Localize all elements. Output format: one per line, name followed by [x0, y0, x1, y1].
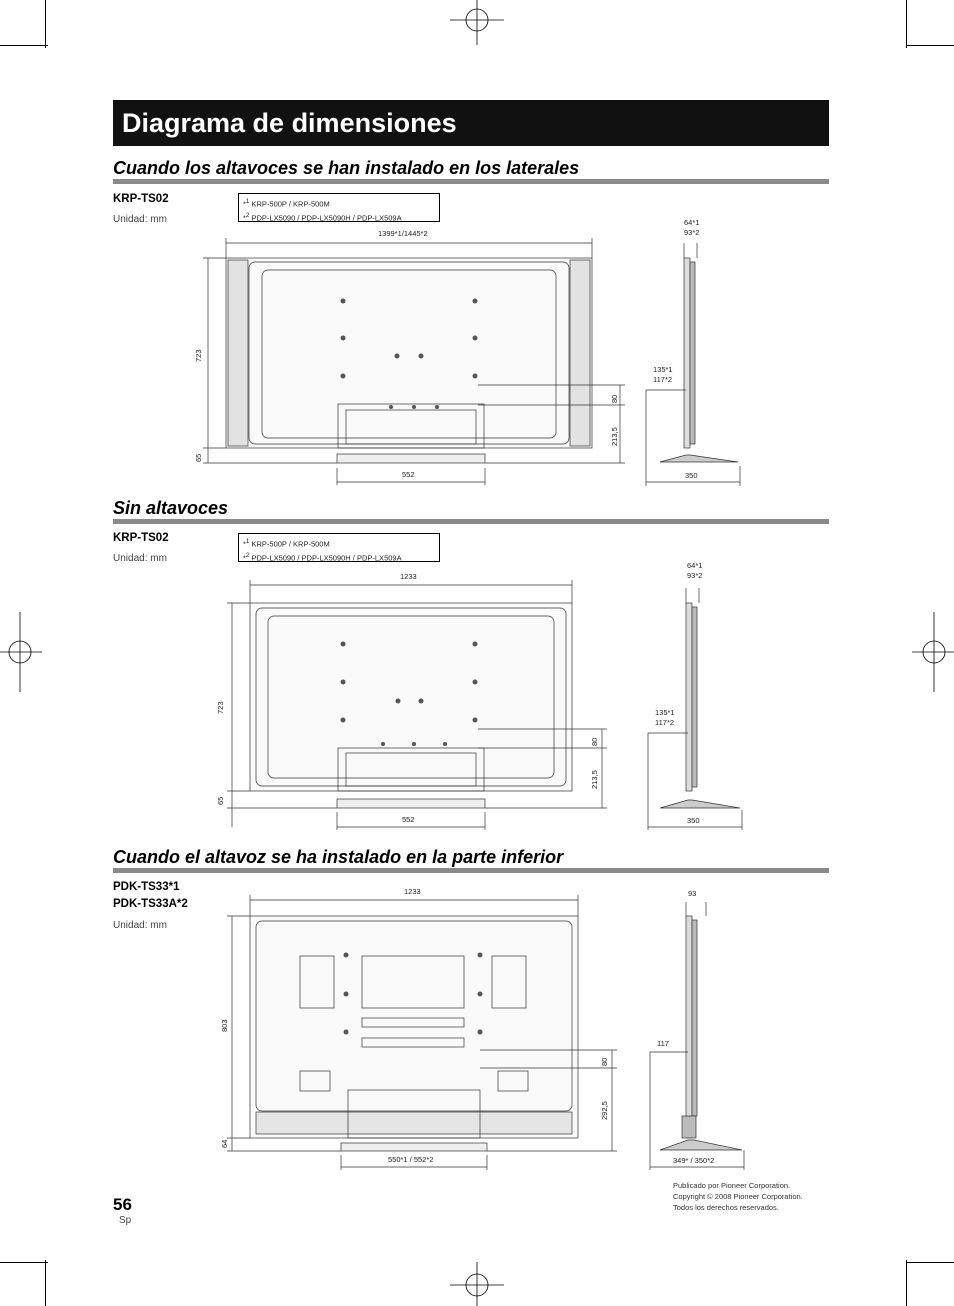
page-title: Diagrama de dimensiones — [113, 100, 829, 146]
model-notes-2: *1 KRP-500P / KRP-500M *2 PDP-LX5090 / P… — [238, 533, 440, 562]
model-label-3a: PDK-TS33*1 — [113, 881, 180, 893]
dim-lower-3: 292,5 — [600, 1101, 609, 1120]
footer-line-2: Copyright © 2008 Pioneer Corporation. — [673, 1192, 803, 1201]
dim-bottom-3: 64 — [220, 1139, 229, 1148]
dim-base-1: 350 — [685, 471, 698, 480]
footer-line-1: Publicado por Pioneer Corporation. — [673, 1181, 791, 1190]
section-rule-1 — [113, 179, 829, 184]
dim-depth-top2-2: 93*2 — [687, 571, 703, 580]
language-code: Sp — [119, 1215, 132, 1226]
model-notes-1: *1 KRP-500P / KRP-500M *2 PDP-LX5090 / P… — [238, 193, 440, 222]
footer-line-3: Todos los derechos reservados. — [673, 1203, 779, 1212]
model-label-2: KRP-TS02 — [113, 532, 169, 544]
dim-depth-mid2-2: 117*2 — [655, 718, 675, 727]
dim-width-3: 1233 — [404, 887, 421, 896]
section-title-3: Cuando el altavoz se ha instalado en la … — [113, 847, 564, 867]
model-label-3b: PDK-TS33A*2 — [113, 898, 188, 910]
unit-label-1: Unidad: mm — [113, 214, 167, 225]
dim-depth-top-2: 64*1 — [687, 561, 703, 570]
note-2: PDP-LX5090 / PDP-LX5090H / PDP-LX509A — [251, 553, 402, 562]
dim-width-1: 1399*1/1445*2 — [378, 229, 428, 238]
note-1: KRP-500P / KRP-500M — [251, 539, 330, 549]
section-rule-3 — [113, 868, 829, 873]
dim-base-2: 350 — [687, 816, 700, 825]
section-title-1: Cuando los altavoces se han instalado en… — [113, 158, 580, 178]
dim-depth-mid2-1: 117*2 — [653, 375, 673, 384]
dim-stand-1: 552 — [402, 470, 415, 479]
dim-base-3: 349* / 350*2 — [673, 1156, 715, 1165]
section-title-2: Sin altavoces — [113, 498, 229, 518]
unit-label-2: Unidad: mm — [113, 553, 167, 564]
note-1: KRP-500P / KRP-500M — [251, 199, 330, 209]
dim-height-3: 803 — [220, 1019, 229, 1032]
dim-depth-top-1: 64*1 — [684, 218, 700, 227]
dim-depth-mid-1: 135*1 — [653, 365, 673, 374]
dim-depth-mid-3: 117 — [657, 1039, 669, 1048]
footer-copyright: Publicado por Pioneer Corporation. Copyr… — [673, 1180, 803, 1213]
section-rule-2 — [113, 519, 829, 524]
dim-depth-top-3: 93 — [688, 889, 697, 898]
dim-stand-2: 552 — [402, 815, 415, 824]
model-label-1: KRP-TS02 — [113, 193, 169, 205]
note-2: PDP-LX5090 / PDP-LX5090H / PDP-LX509A — [251, 213, 402, 222]
dim-stand-3: 550*1 / 552*2 — [388, 1155, 434, 1164]
page-number: 56 — [113, 1195, 132, 1214]
dim-upper-3: 80 — [600, 1057, 609, 1066]
dim-width-2: 1233 — [400, 572, 417, 581]
dim-depth-top2-1: 93*2 — [684, 228, 700, 237]
unit-label-3: Unidad: mm — [113, 920, 167, 931]
dim-depth-mid-2: 135*1 — [655, 708, 675, 717]
